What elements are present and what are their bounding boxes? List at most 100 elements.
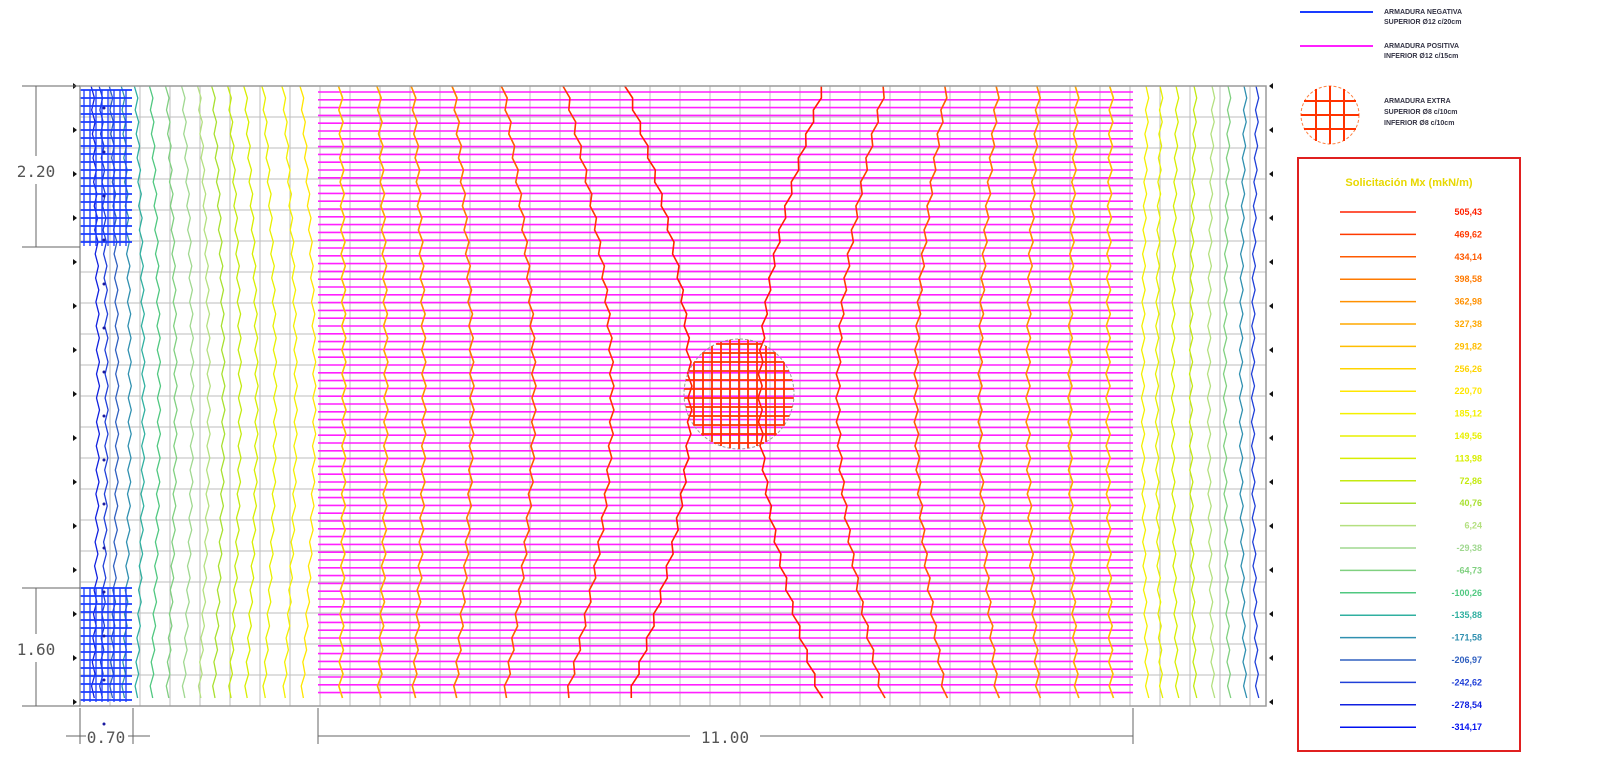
moment-isoline: [1206, 85, 1216, 699]
support-marker: [73, 699, 77, 705]
isoline-legend-value: 291,82: [1454, 341, 1482, 351]
moment-isoline: [500, 85, 537, 699]
moment-isoline: [1067, 85, 1080, 699]
dimension-top-height-label: 2.20: [17, 162, 56, 181]
isoline-legend: Solicitación Mx (mkN/m) 505,43469,62434,…: [1297, 157, 1521, 752]
negative-rebar-zones: [80, 89, 132, 702]
node-dot: [102, 194, 106, 198]
node-dot: [102, 150, 106, 154]
support-marker: [73, 611, 77, 617]
isoline-legend-title: Solicitación Mx (mkN/m): [1345, 177, 1472, 189]
extra-rebar-note-line1: ARMADURA EXTRA: [1384, 98, 1451, 105]
support-marker: [1269, 655, 1273, 661]
support-marker: [1269, 611, 1273, 617]
support-marker: [73, 655, 77, 661]
positive-rebar-note-line2: INFERIOR Ø12 c/15cm: [1384, 53, 1458, 60]
moment-isoline: [281, 85, 298, 699]
extra-rebar-note-line2: SUPERIOR Ø8 c/10cm: [1384, 109, 1458, 116]
node-dot: [102, 106, 106, 110]
moment-isoline: [337, 85, 347, 699]
support-marker: [1269, 171, 1273, 177]
isoline-legend-value: 220,70: [1454, 386, 1482, 396]
support-marker: [1269, 391, 1273, 397]
moment-isoline: [1140, 85, 1150, 699]
extra-rebar-column-zone: [683, 338, 795, 450]
isoline-legend-value: -29,38: [1456, 543, 1482, 553]
isoline-legend-value: -278,54: [1451, 700, 1482, 710]
isoline-legend-value: 327,38: [1454, 319, 1482, 329]
isoline-legend-value: 40,76: [1459, 498, 1482, 508]
node-dot: [102, 414, 106, 418]
positive-rebar-note-line1: ARMADURA POSITIVA: [1384, 43, 1459, 50]
support-marker: [73, 259, 77, 265]
slab-panel: [73, 83, 1273, 726]
support-marker: [73, 567, 77, 573]
isoline-legend-frame: [1297, 157, 1521, 752]
extra-rebar-swatch-icon: [1300, 85, 1360, 145]
support-marker: [1269, 259, 1273, 265]
moment-isoline: [757, 85, 824, 699]
support-marker: [73, 347, 77, 353]
moment-isoline: [196, 85, 211, 699]
isoline-legend-value: -206,97: [1451, 655, 1482, 665]
moment-isoline: [243, 85, 259, 699]
isoline-legend-value: 256,26: [1454, 364, 1482, 374]
support-marker: [73, 391, 77, 397]
isoline-legend-value: 72,86: [1459, 476, 1482, 486]
negative-rebar-note-line1: ARMADURA NEGATIVA: [1384, 9, 1462, 16]
support-marker: [73, 435, 77, 441]
isoline-legend-value: -171,58: [1451, 633, 1482, 643]
node-dot: [102, 370, 106, 374]
node-dot: [102, 634, 106, 638]
positive-rebar-zone: [318, 91, 1133, 694]
moment-isoline: [1188, 85, 1198, 699]
support-marker: [73, 479, 77, 485]
rebar-notes-legend: ARMADURA NEGATIVA SUPERIOR Ø12 c/20cm AR…: [1300, 9, 1462, 145]
isoline-legend-value: -135,88: [1451, 610, 1482, 620]
node-dot: [102, 326, 106, 330]
support-marker: [1269, 567, 1273, 573]
dimension-span-label: 11.00: [701, 728, 749, 747]
node-dot: [102, 238, 106, 242]
moment-isoline: [133, 85, 146, 699]
support-marker: [1269, 215, 1273, 221]
moment-isoline: [1025, 85, 1042, 699]
isoline-legend-value: 113,98: [1455, 453, 1482, 463]
node-dot: [102, 590, 106, 594]
moment-isoline: [261, 85, 278, 699]
dimension-left-width-label: 0.70: [87, 728, 126, 747]
isoline-legend-value: -100,26: [1451, 588, 1482, 598]
moment-isoline: [210, 85, 226, 699]
moment-isoline: [376, 85, 389, 699]
isoline-legend-value: 6,24: [1464, 521, 1482, 531]
node-dot: [102, 458, 106, 462]
isoline-legend-value: 185,12: [1454, 409, 1482, 419]
moment-isoline: [410, 85, 427, 699]
support-marker: [1269, 127, 1273, 133]
moment-isoline: [226, 85, 243, 699]
support-marker: [73, 523, 77, 529]
moment-isoline: [1170, 85, 1180, 699]
isoline-legend-value: 362,98: [1454, 297, 1482, 307]
moment-isoline: [562, 85, 615, 699]
node-dot: [102, 502, 106, 506]
moment-isoline: [1238, 85, 1248, 699]
moment-isoline: [148, 85, 162, 699]
support-marker: [1269, 347, 1273, 353]
isoline-legend-value: 505,43: [1454, 207, 1482, 217]
isoline-legend-value: -64,73: [1456, 565, 1482, 575]
support-marker: [1269, 83, 1273, 89]
support-marker: [73, 215, 77, 221]
support-marker: [73, 303, 77, 309]
negative-rebar-note-line2: SUPERIOR Ø12 c/20cm: [1384, 19, 1461, 26]
moment-isoline: [1105, 85, 1115, 699]
moment-isoline: [1222, 85, 1232, 699]
moment-isoline: [1154, 85, 1164, 699]
node-dot: [102, 678, 106, 682]
support-marker: [1269, 523, 1273, 529]
support-marker: [1269, 303, 1273, 309]
slab-outline: [79, 85, 1267, 707]
support-marker: [73, 171, 77, 177]
isoline-legend-entries: 505,43469,62434,14398,58362,98327,38291,…: [1340, 207, 1482, 732]
isoline-legend-value: 469,62: [1454, 229, 1482, 239]
